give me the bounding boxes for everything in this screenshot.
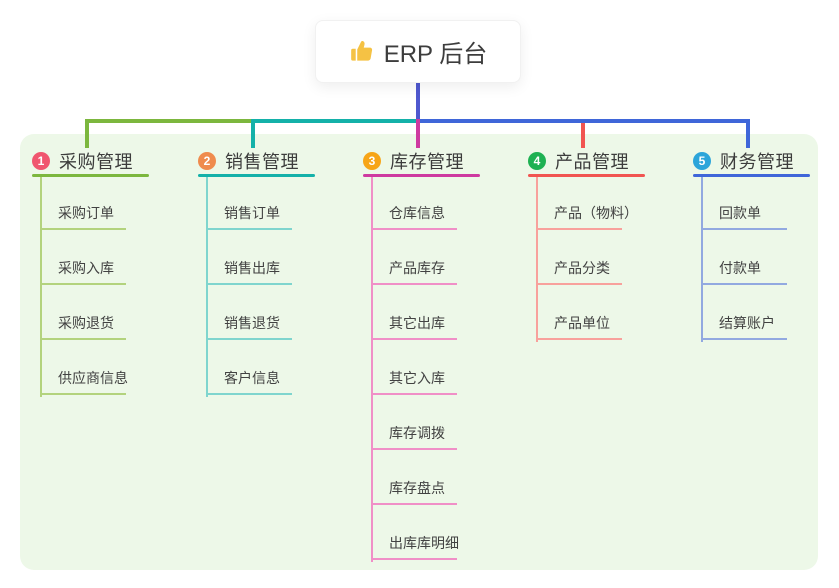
branch-children-connector xyxy=(371,177,373,562)
sub-item-label: 销售出库 xyxy=(224,260,280,276)
sub-item-label: 产品库存 xyxy=(389,260,445,276)
sub-item-label: 采购退货 xyxy=(58,315,114,331)
sub-item-label: 其它出库 xyxy=(389,315,445,331)
sub-item-underline xyxy=(701,338,787,340)
sub-item-underline xyxy=(40,338,126,340)
sub-item-label: 采购入库 xyxy=(58,260,114,276)
branch-underline xyxy=(32,174,149,177)
sub-item-label: 库存调拨 xyxy=(389,425,445,441)
branch-underline xyxy=(363,174,480,177)
sub-item-underline xyxy=(206,338,292,340)
sub-item-underline xyxy=(371,338,457,340)
branch-children-connector xyxy=(701,177,703,342)
branch-children-connector xyxy=(206,177,208,397)
sub-item-label: 销售订单 xyxy=(224,205,280,221)
root-label: ERP 后台 xyxy=(383,41,488,68)
branch-topic[interactable]: 3 库存管理 xyxy=(363,149,464,173)
sub-item-label: 其它入库 xyxy=(389,370,445,386)
sub-item-underline xyxy=(371,283,457,285)
branch-number-badge: 2 xyxy=(198,152,216,170)
sub-item-label: 回款单 xyxy=(719,205,761,221)
sub-item-underline xyxy=(206,393,292,395)
branch-topic[interactable]: 5 财务管理 xyxy=(693,149,794,173)
sub-item-underline xyxy=(536,283,622,285)
sub-item-underline xyxy=(371,393,457,395)
sub-item-label: 供应商信息 xyxy=(58,370,128,386)
branch-number-badge: 1 xyxy=(32,152,50,170)
sub-item-label: 客户信息 xyxy=(224,370,280,386)
sub-item-underline xyxy=(40,283,126,285)
branch-topic[interactable]: 2 销售管理 xyxy=(198,149,299,173)
sub-item-label: 仓库信息 xyxy=(389,205,445,221)
branch-children-connector xyxy=(40,177,42,397)
sub-item-label: 结算账户 xyxy=(719,315,775,331)
branch-underline xyxy=(693,174,810,177)
branch-label: 产品管理 xyxy=(555,152,629,172)
branches-panel xyxy=(20,134,818,570)
branch-children-connector xyxy=(536,177,538,342)
thumbs-up-icon xyxy=(349,39,375,65)
branch-label: 采购管理 xyxy=(59,152,133,172)
sub-item-underline xyxy=(536,228,622,230)
branch-label: 库存管理 xyxy=(390,152,464,172)
sub-item-label: 产品单位 xyxy=(554,315,610,331)
sub-item-underline xyxy=(40,393,126,395)
sub-item-underline xyxy=(40,228,126,230)
root-node[interactable]: ERP 后台 xyxy=(315,20,521,83)
sub-item-label: 采购订单 xyxy=(58,205,114,221)
branch-number-badge: 5 xyxy=(693,152,711,170)
sub-item-label: 产品（物料） xyxy=(554,205,638,221)
branch-number-badge: 4 xyxy=(528,152,546,170)
branch-label: 销售管理 xyxy=(225,152,299,172)
sub-item-underline xyxy=(371,503,457,505)
sub-item-label: 产品分类 xyxy=(554,260,610,276)
branch-underline xyxy=(198,174,315,177)
sub-item-underline xyxy=(371,228,457,230)
sub-item-underline xyxy=(371,558,457,560)
sub-item-underline xyxy=(701,228,787,230)
sub-item-label: 库存盘点 xyxy=(389,480,445,496)
sub-item-label: 销售退货 xyxy=(224,315,280,331)
sub-item-underline xyxy=(206,228,292,230)
sub-item-underline xyxy=(371,448,457,450)
sub-item-underline xyxy=(701,283,787,285)
sub-item-label: 付款单 xyxy=(719,260,761,276)
branch-number-badge: 3 xyxy=(363,152,381,170)
sub-item-label: 出库库明细 xyxy=(389,535,459,551)
branch-topic[interactable]: 1 采购管理 xyxy=(32,149,133,173)
branch-topic[interactable]: 4 产品管理 xyxy=(528,149,629,173)
branch-label: 财务管理 xyxy=(720,152,794,172)
branch-underline xyxy=(528,174,645,177)
sub-item-underline xyxy=(206,283,292,285)
sub-item-underline xyxy=(536,338,622,340)
